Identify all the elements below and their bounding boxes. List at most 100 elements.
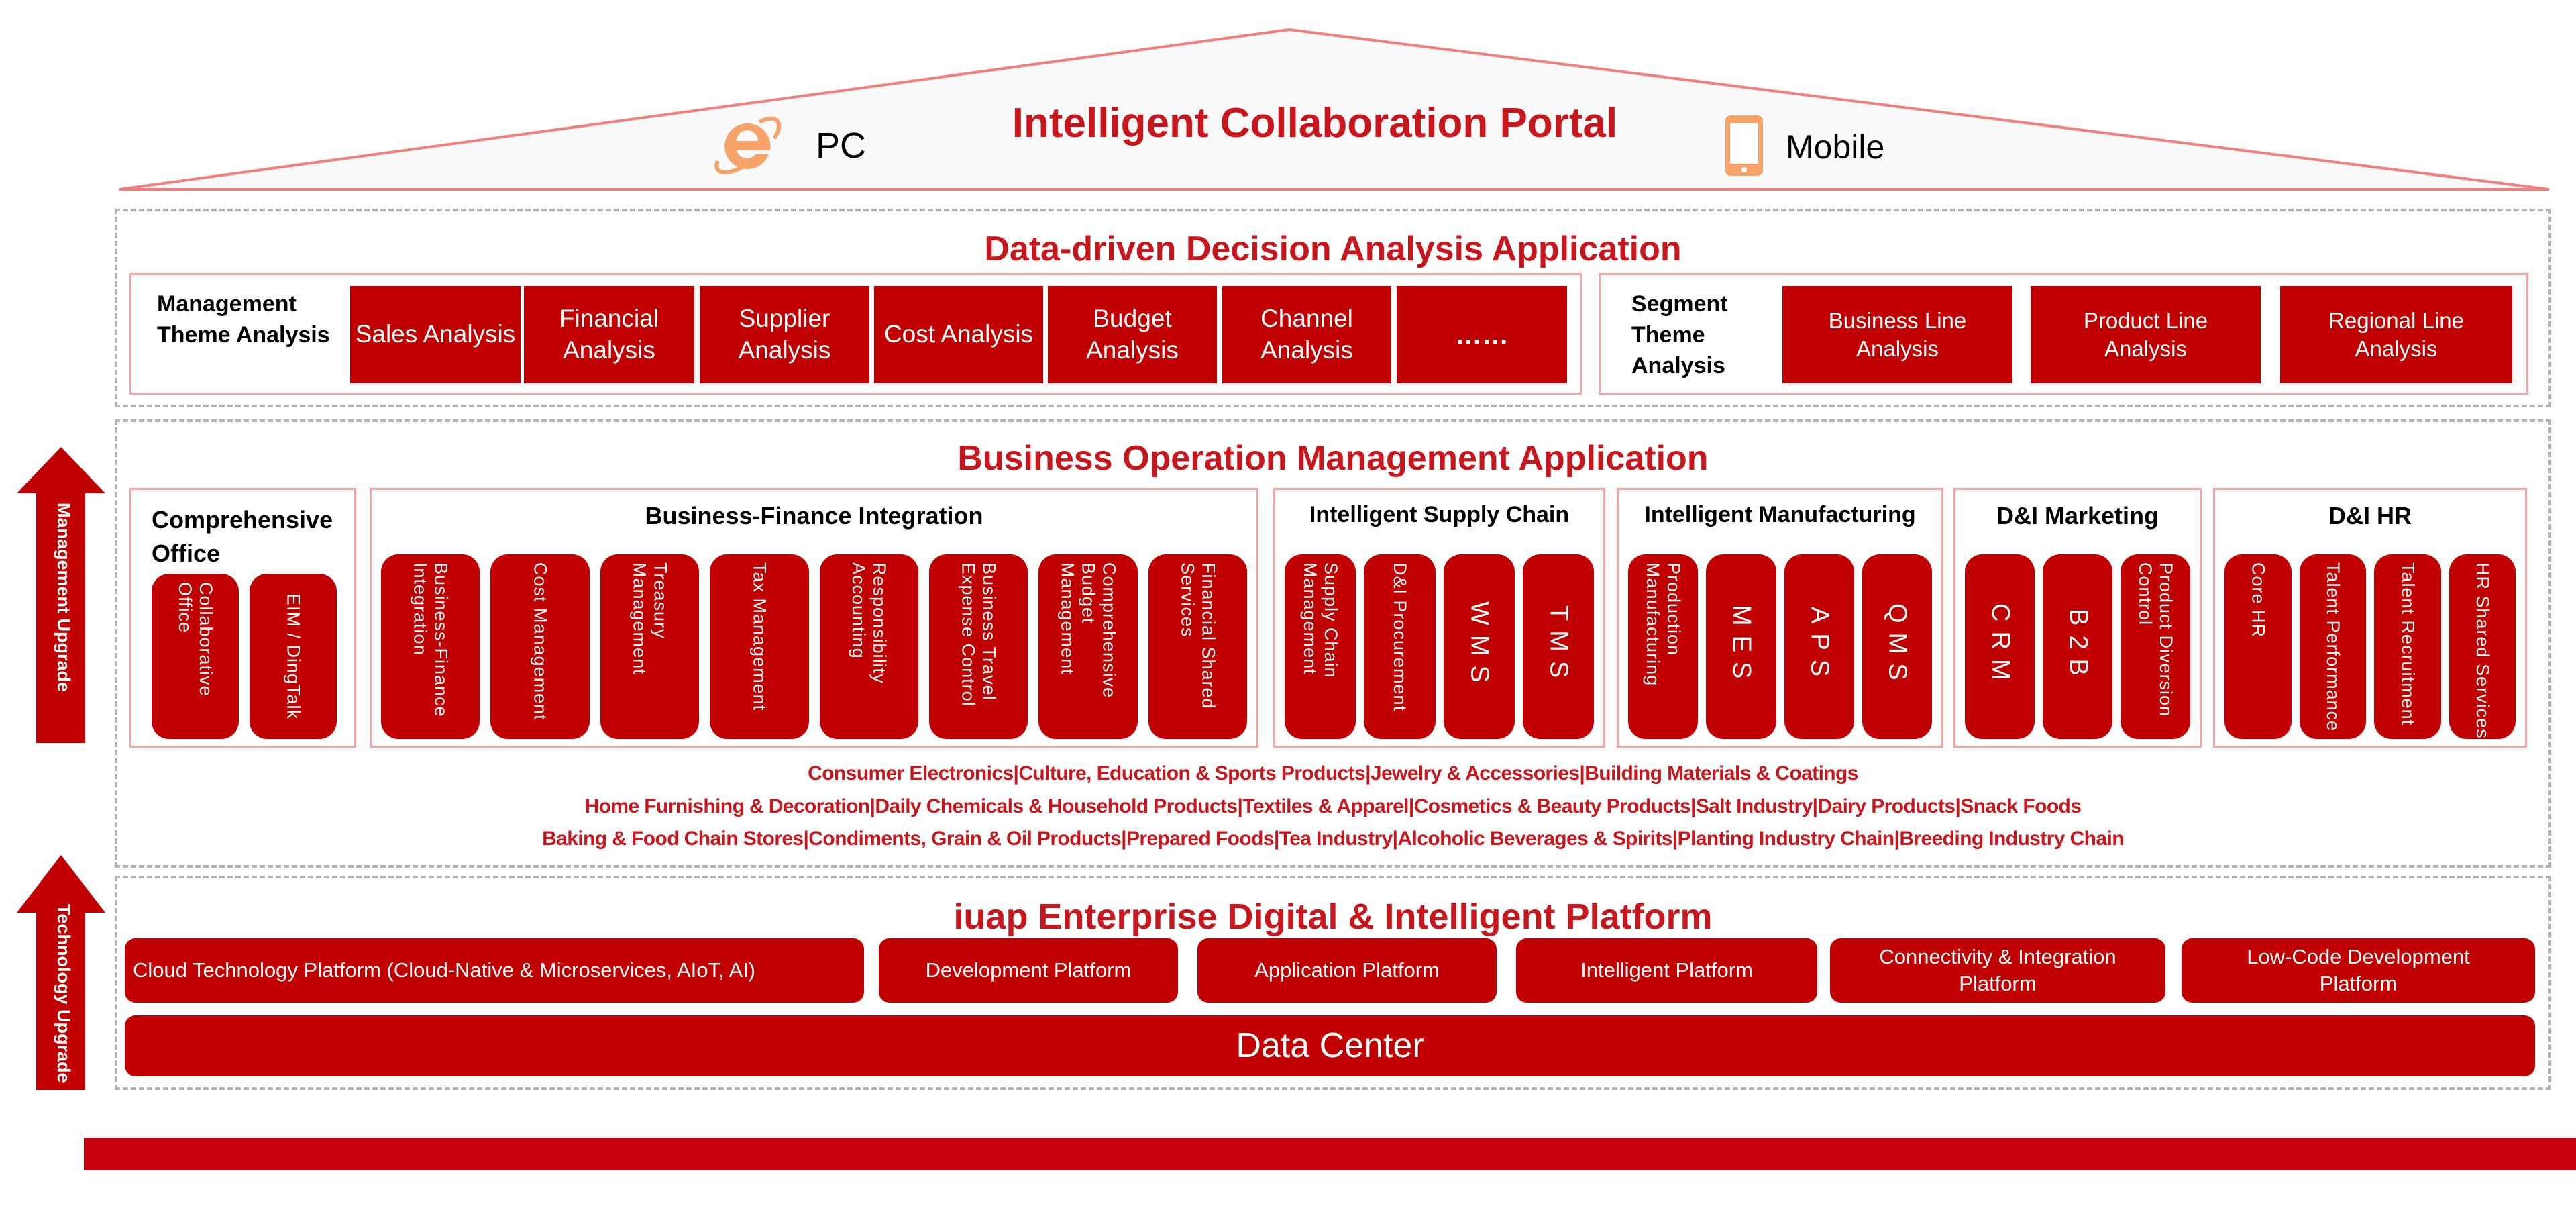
mobile-phone-icon [1725, 115, 1763, 176]
mes-module[interactable]: MES [1706, 554, 1776, 739]
aps-module[interactable]: APS [1784, 554, 1854, 739]
portal-title: Intelligent Collaboration Portal [1012, 100, 1618, 146]
industry-line-1: Consumer Electronics|Culture, Education … [808, 762, 1858, 785]
di-marketing-group: D&I Marketing CRM B2B Product Diversion … [1953, 488, 2202, 748]
treasury-management-module[interactable]: Treasury Management [600, 554, 700, 739]
module-label: Production Manufacturing [1643, 562, 1684, 687]
module-label: Talent Performance [2322, 562, 2343, 732]
financial-analysis-button[interactable]: Financial Analysis [524, 286, 694, 383]
hr-shared-services-module[interactable]: HR Shared Services [2449, 554, 2516, 739]
cloud-technology-platform[interactable]: Cloud Technology Platform (Cloud-Native … [125, 938, 864, 1003]
sales-analysis-button[interactable]: Sales Analysis [350, 286, 521, 383]
pc-label: PC [816, 125, 867, 166]
comprehensive-budget-management-module[interactable]: Comprehensive Budget Management [1038, 554, 1138, 739]
cost-management-module[interactable]: Cost Management [490, 554, 590, 739]
operation-title: Business Operation Management Applicatio… [957, 439, 1709, 478]
intelligent-manufacturing-group: Intelligent Manufacturing Production Man… [1617, 488, 1943, 748]
platform-title: iuap Enterprise Digital & Intelligent Pl… [953, 897, 1713, 937]
data-center[interactable]: Data Center [125, 1015, 2535, 1076]
product-line-analysis-button[interactable]: Product Line Analysis [2031, 286, 2261, 383]
development-platform[interactable]: Development Platform [879, 938, 1178, 1003]
module-label: CRM [1986, 603, 2015, 690]
product-diversion-control-module[interactable]: Product Diversion Control [2121, 554, 2190, 739]
decision-title: Data-driven Decision Analysis Applicatio… [984, 230, 1682, 268]
talent-performance-module[interactable]: Talent Performance [2299, 554, 2366, 739]
production-manufacturing-module[interactable]: Production Manufacturing [1628, 554, 1699, 739]
talent-recruitment-module[interactable]: Talent Recruitment [2374, 554, 2441, 739]
module-label: APS [1805, 607, 1834, 687]
segment-theme-label: Segment Theme Analysis [1631, 291, 1728, 379]
business-finance-integration-group: Business-Finance Integration Business-Fi… [370, 488, 1258, 748]
di-hr-group: D&I HR Core HR Talent Performance Talent… [2213, 488, 2527, 748]
intelligent-supply-chain-group: Intelligent Supply Chain Supply Chain Ma… [1273, 488, 1605, 748]
module-label: Supply Chain Management [1300, 562, 1342, 678]
module-label: Cost Management [530, 562, 551, 721]
core-hr-module[interactable]: Core HR [2224, 554, 2292, 739]
financial-shared-services-module[interactable]: Financial Shared Services [1148, 554, 1247, 739]
qms-module[interactable]: QMS [1862, 554, 1932, 739]
management-upgrade-arrow-icon [17, 447, 105, 743]
foundation-bar [84, 1138, 2576, 1170]
technology-upgrade-arrow-icon [17, 855, 105, 1090]
module-label: QMS [1883, 603, 1912, 690]
module-label: Product Diversion Control [2135, 562, 2177, 717]
intelligent-platform[interactable]: Intelligent Platform [1516, 938, 1817, 1003]
module-label: Financial Shared Services [1177, 562, 1219, 709]
module-label: Responsibility Accounting [849, 562, 890, 684]
supplier-analysis-button[interactable]: Supplier Analysis [700, 286, 869, 383]
platform-layer: iuap Enterprise Digital & Intelligent Pl… [115, 876, 2551, 1090]
operation-layer: Business Operation Management Applicatio… [115, 419, 2551, 868]
technology-upgrade-label: Technology Upgrade [54, 903, 74, 1083]
module-label: Collaborative Office [175, 582, 217, 697]
di-procurement-module[interactable]: D&I Procurement [1364, 554, 1436, 739]
application-platform[interactable]: Application Platform [1197, 938, 1497, 1003]
module-label: MES [1727, 605, 1756, 689]
group-title: D&I HR [2328, 502, 2412, 530]
wms-module[interactable]: WMS [1443, 554, 1515, 739]
tms-module[interactable]: TMS [1522, 554, 1594, 739]
module-label: Core HR [2248, 562, 2269, 638]
business-finance-integration-module[interactable]: Business-Finance Integration [381, 554, 480, 739]
comprehensive-office-group: Comprehensive Office Collaborative Offic… [129, 488, 356, 748]
group-title: Intelligent Manufacturing [1644, 502, 1916, 527]
regional-line-analysis-button[interactable]: Regional Line Analysis [2280, 286, 2512, 383]
module-label: TMS [1544, 605, 1573, 688]
management-upgrade-label: Management Upgrade [54, 502, 74, 693]
upgrade-arrows [17, 447, 105, 1090]
module-label: B2B [2063, 608, 2092, 685]
industry-line-3: Baking & Food Chain Stores|Condiments, G… [542, 827, 2124, 850]
group-title: Intelligent Supply Chain [1309, 502, 1570, 527]
decision-layer: Data-driven Decision Analysis Applicatio… [115, 209, 2551, 407]
tax-management-module[interactable]: Tax Management [710, 554, 809, 739]
cost-analysis-button[interactable]: Cost Analysis [874, 286, 1043, 383]
module-label: Business Travel Expense Control [958, 562, 1000, 707]
module-label: EIM / DingTalk [283, 593, 304, 720]
module-label: Comprehensive Budget Management [1057, 562, 1120, 699]
budget-analysis-button[interactable]: Budget Analysis [1048, 286, 1217, 383]
connectivity-integration-platform[interactable]: Connectivity & Integration Platform [1830, 938, 2165, 1003]
mobile-label: Mobile [1786, 128, 1885, 166]
module-label: WMS [1465, 601, 1494, 692]
module-label: Treasury Management [629, 562, 671, 675]
business-travel-expense-control-module[interactable]: Business Travel Expense Control [928, 554, 1028, 739]
module-label: Talent Recruitment [2398, 562, 2418, 726]
module-label: HR Shared Services [2472, 562, 2493, 739]
supply-chain-management-module[interactable]: Supply Chain Management [1285, 554, 1356, 739]
responsibility-accounting-module[interactable]: Responsibility Accounting [819, 554, 918, 739]
management-theme-label: Management Theme Analysis [157, 291, 330, 348]
group-title: Comprehensive Office [152, 506, 333, 567]
b2b-module[interactable]: B2B [2043, 554, 2112, 739]
channel-analysis-button[interactable]: Channel Analysis [1222, 286, 1391, 383]
browser-e-icon [714, 116, 782, 174]
more-analysis-button[interactable]: …… [1397, 286, 1567, 383]
business-line-analysis-button[interactable]: Business Line Analysis [1782, 286, 2012, 383]
module-label: Tax Management [749, 562, 770, 711]
industry-line-2: Home Furnishing & Decoration|Daily Chemi… [584, 795, 2082, 817]
group-title: Business-Finance Integration [645, 502, 983, 530]
group-title: D&I Marketing [1996, 502, 2159, 530]
module-label: Business-Finance Integration [410, 562, 451, 717]
low-code-development-platform[interactable]: Low-Code Development Platform [2182, 938, 2535, 1003]
crm-module[interactable]: CRM [1965, 554, 2035, 739]
eim-dingtalk-module[interactable]: EIM / DingTalk [250, 574, 337, 739]
collaborative-office-module[interactable]: Collaborative Office [152, 574, 239, 739]
